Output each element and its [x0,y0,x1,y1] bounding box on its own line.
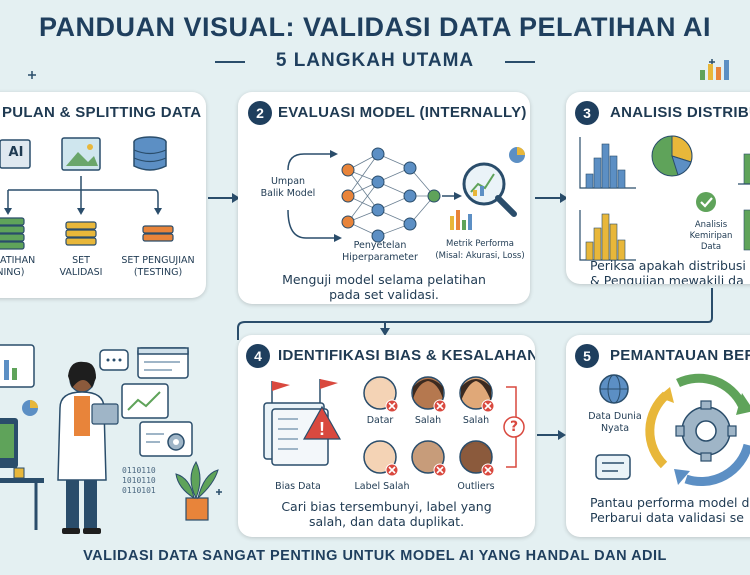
metric-label: Metrik Performa (Misal: Akurasi, Loss) [435,239,525,261]
step4-number: 4 [246,344,270,368]
monitoring-cycle [595,373,750,487]
step4-description: Cari bias tersembunyi, label yang salah,… [281,499,492,529]
step1-title: PULAN & SPLITTING DATA [2,104,202,121]
step3-number: 3 [575,101,599,125]
face-label-salah-2: Salah [462,415,490,426]
tuning-label: Penyetelan Hiperparameter [342,240,418,263]
face-label-datar: Datar [366,415,394,426]
neural-network-diagram [287,147,525,243]
question-mark: ? [509,419,519,435]
testing-set-label: SET PENGUJIAN (TESTING) [121,255,195,278]
validation-set-label: SET VALIDASI [59,255,103,278]
bias-illustration: ! [263,376,525,477]
page-title: PANDUAN VISUAL: VALIDASI DATA PELATIHAN … [39,12,711,42]
step3-description: Periksa apakah distribusi & Pengujian me… [590,258,746,284]
distribution-charts [579,135,750,261]
subtitle-left-line [215,61,245,63]
world-data-label: Data Dunia Nyata [588,411,642,434]
outliers-label: Outliers [457,481,495,492]
step5-description: Pantau performa model d Perbarui data va… [590,495,750,525]
ai-doc-label: AI [8,145,24,160]
feedback-label: Umpan Balik Model [260,176,316,199]
step2-title: EVALUASI MODEL (INTERNALLY) [278,104,527,121]
step2-card: 2 EVALUASI MODEL (INTERNALLY) [238,92,530,304]
face-label-salah-1: Salah [414,415,442,426]
step2-number: 2 [248,101,272,125]
label-salah-label: Label Salah [354,481,410,492]
svg-text:!: ! [319,419,325,439]
step5-title: PEMANTAUAN BERK [610,347,750,364]
step5-card: 5 PEMANTAUAN BERK Data Dunia Nyata Panta… [566,335,750,537]
similarity-label: Analisis Kemiripan Data [689,220,733,252]
footer-caption: VALIDASI DATA SANGAT PENTING UNTUK MODEL… [83,548,667,564]
binary-text: 0110110 1010110 0110101 [122,466,156,495]
stack-training [0,217,25,250]
subtitle-right-line [505,61,535,63]
page-subtitle: 5 LANGKAH UTAMA [275,50,475,71]
step2-description: Menguji model selama pelatihan pada set … [282,272,486,302]
training-set-label: PELATIHAN INING) [0,255,36,278]
step3-card: 3 ANALISIS DISTRIBU Analisis Kemiripan D… [566,92,750,284]
step1-illustration [0,136,174,250]
bias-data-label: Bias Data [275,481,321,492]
step4-title: IDENTIFIKASI BIAS & KESALAHAN [278,347,535,364]
step4-card: 4 IDENTIFIKASI BIAS & KESALAHAN ! [238,335,535,537]
step1-card: PULAN & SPLITTING DATA [0,92,206,298]
step3-title: ANALISIS DISTRIBU [610,104,750,121]
step5-number: 5 [575,344,599,368]
